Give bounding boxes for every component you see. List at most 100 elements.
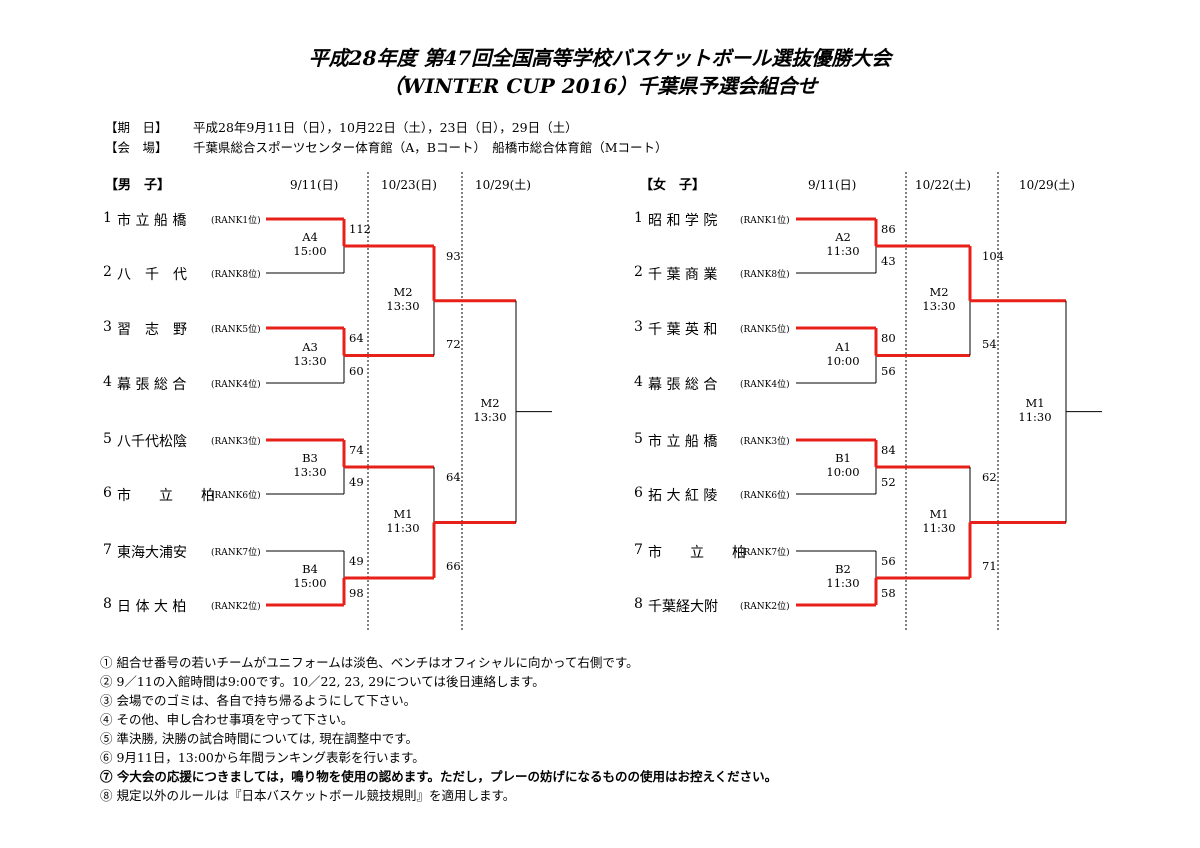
- boys-team-no: 2: [103, 264, 112, 280]
- girls-match-time: 11:30: [922, 520, 956, 535]
- girls-match-time: 11:30: [826, 576, 860, 590]
- boys-date-r1: 9/11(日): [290, 178, 339, 192]
- boys-score: 112: [349, 222, 371, 236]
- boys-match-time: 11:30: [386, 520, 420, 535]
- boys-team-rank: (RANK1位): [211, 216, 261, 226]
- girls-score: 71: [982, 559, 997, 573]
- girls-score: 52: [881, 475, 896, 489]
- boys-team-name: 市 立 柏: [117, 488, 215, 504]
- boys-score: 72: [446, 336, 461, 351]
- girls-team-name: 幕 張 総 合: [648, 377, 718, 393]
- boys-match-time: 13:30: [386, 298, 420, 313]
- boys-match-court: B3: [302, 451, 318, 465]
- girls-score: 56: [881, 554, 896, 568]
- girls-score: 58: [881, 586, 896, 600]
- boys-team-no: 5: [103, 431, 112, 447]
- note-item: ⑤ 準決勝, 決勝の試合時間については, 現在調整中です。: [100, 731, 418, 746]
- girls-match-court: A2: [835, 230, 851, 244]
- note-item: ⑧ 規定以外のルールは『日本バスケットボール競技規則』を適用します。: [100, 788, 516, 803]
- girls-team-rank: (RANK8位): [740, 270, 790, 280]
- period-value: 平成28年9月11日（日），10月22日（土），23日（日），29日（土）: [193, 120, 578, 135]
- girls-score: 43: [881, 254, 896, 268]
- boys-score: 60: [349, 364, 364, 378]
- boys-match-court: A3: [302, 339, 318, 354]
- girls-date-r1: 9/11(日): [808, 178, 857, 192]
- note-item: ① 組合せ番号の若いチームがユニフォームは淡色、ベンチはオフィシャルに向かって右…: [100, 655, 639, 670]
- boys-score: 74: [349, 443, 364, 457]
- boys-team-rank: (RANK7位): [211, 548, 261, 558]
- girls-team-rank: (RANK4位): [740, 380, 790, 390]
- girls-match-time: 10:00: [826, 353, 860, 368]
- girls-team-no: 1: [634, 210, 643, 226]
- boys-team-rank: (RANK8位): [211, 270, 261, 280]
- boys-team-no: 1: [103, 210, 112, 226]
- boys-section-label: 【男 子】: [105, 178, 171, 193]
- girls-score: 56: [881, 364, 896, 378]
- boys-team-no: 7: [103, 542, 112, 558]
- girls-team-rank: (RANK5位): [740, 325, 790, 335]
- girls-match-court: M1: [1025, 395, 1045, 410]
- boys-score: 98: [349, 586, 364, 600]
- girls-score: 86: [881, 222, 896, 236]
- note-item: ④ その他、申し合わせ事項を守って下さい。: [100, 712, 354, 727]
- girls-team-rank: (RANK3位): [740, 437, 790, 447]
- page-title-line1: 平成28年度 第47回全国高等学校バスケットボール選抜優勝大会: [308, 46, 892, 70]
- girls-team-rank: (RANK2位): [740, 602, 790, 612]
- boys-match-court: B4: [302, 562, 318, 576]
- girls-score: 54: [982, 336, 997, 351]
- boys-match-time: 13:30: [293, 465, 327, 479]
- boys-match-court: A4: [302, 230, 318, 244]
- girls-team-no: 2: [634, 264, 643, 280]
- note-item: ⑥ 9月11日，13:00から年間ランキング表彰を行います。: [100, 750, 425, 765]
- page-title-line2: （WINTER CUP 2016）千葉県予選会組合せ: [382, 74, 818, 98]
- boys-team-rank: (RANK3位): [211, 437, 261, 447]
- girls-team-no: 8: [634, 596, 643, 612]
- boys-team-rank: (RANK4位): [211, 380, 261, 390]
- boys-match-time: 13:30: [293, 353, 327, 368]
- venue-label: 【会 場】: [105, 140, 168, 155]
- boys-team-name: 幕 張 総 合: [117, 377, 187, 393]
- girls-team-name: 千葉経大附: [648, 599, 718, 615]
- note-item: ② 9／11の入館時間は9:00です。10／22, 23, 29については後日連…: [100, 674, 545, 689]
- girls-match-court: M2: [929, 284, 949, 299]
- girls-score: 80: [881, 331, 896, 345]
- boys-team-no: 3: [103, 319, 112, 335]
- girls-match-time: 11:30: [826, 244, 860, 258]
- boys-date-final: 10/29(土): [475, 178, 531, 192]
- boys-score: 49: [349, 475, 364, 489]
- girls-section-label: 【女 子】: [640, 178, 706, 193]
- venue-value: 千葉県総合スポーツセンター体育館（A，Bコート） 船橋市総合体育館（Mコート）: [193, 140, 668, 155]
- boys-date-r2: 10/23(日): [381, 178, 437, 192]
- boys-match-court: M1: [393, 506, 413, 521]
- boys-score: 93: [446, 249, 461, 263]
- boys-match-court: M2: [480, 395, 500, 410]
- girls-team-no: 5: [634, 431, 643, 447]
- girls-team-rank: (RANK6位): [740, 491, 790, 501]
- girls-match-time: 11:30: [1018, 409, 1052, 424]
- girls-match-court: B2: [835, 562, 851, 576]
- boys-score: 66: [446, 559, 461, 573]
- note-item: ⑦ 今大会の応援につきましては，鳴り物を使用の認めます。ただし，プレーの妨げにな…: [100, 769, 778, 784]
- boys-score: 64: [446, 470, 461, 484]
- boys-match-court: M2: [393, 284, 413, 299]
- boys-match-time: 15:00: [293, 244, 327, 258]
- boys-team-name: 八千代松陰: [117, 434, 187, 450]
- girls-team-name: 市 立 船 橋: [648, 434, 718, 450]
- period-label: 【期 日】: [105, 120, 168, 135]
- girls-team-rank: (RANK7位): [740, 548, 790, 558]
- girls-match-time: 10:00: [826, 465, 860, 479]
- girls-team-name: 千 葉 商 業: [648, 267, 718, 283]
- girls-team-no: 6: [634, 485, 643, 501]
- boys-team-name: 東海大浦安: [117, 545, 187, 561]
- boys-score: 49: [349, 554, 364, 568]
- girls-team-no: 7: [634, 542, 643, 558]
- boys-team-name: 習 志 野: [117, 322, 187, 338]
- girls-date-r2: 10/22(土): [915, 178, 971, 192]
- boys-match-time: 15:00: [293, 576, 327, 590]
- girls-team-name: 昭 和 学 院: [648, 213, 718, 229]
- girls-match-court: A1: [835, 339, 851, 354]
- boys-team-name: 日 体 大 柏: [117, 599, 187, 615]
- boys-team-no: 6: [103, 485, 112, 501]
- girls-score: 62: [982, 470, 997, 484]
